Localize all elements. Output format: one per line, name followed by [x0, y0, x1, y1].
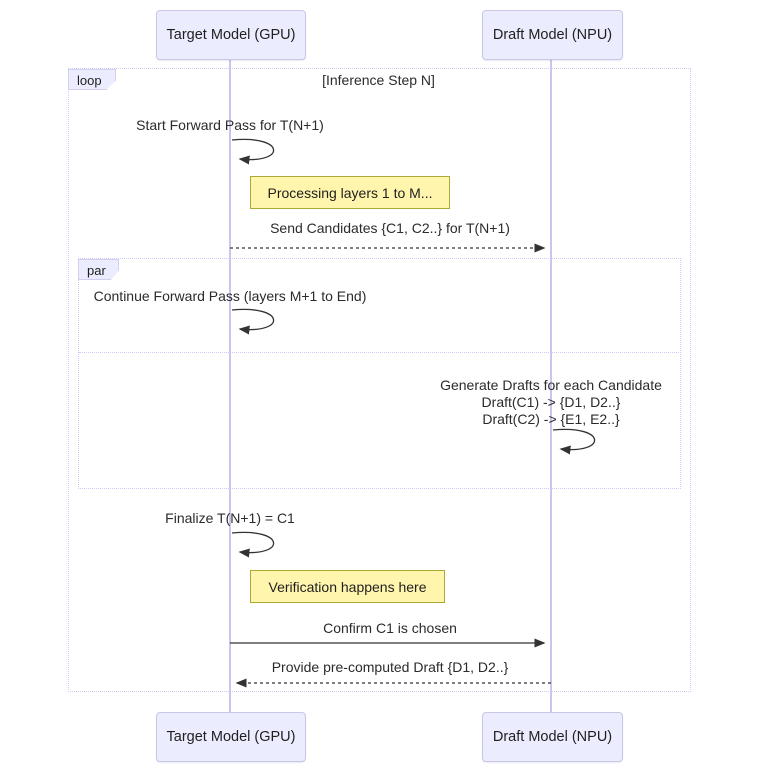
note-processing-layers-text: Processing layers 1 to M... [267, 184, 433, 201]
actor-target-model-label: Target Model (GPU) [166, 729, 296, 745]
loop-frame-title: [Inference Step N] [322, 72, 435, 88]
message-continue-forward-pass: Continue Forward Pass (layers M+1 to End… [93, 288, 367, 304]
note-verification: Verification happens here [250, 570, 445, 603]
par-frame [78, 258, 681, 489]
actor-draft-model-top: Draft Model (NPU) [482, 10, 623, 60]
note-verification-text: Verification happens here [268, 578, 427, 595]
actor-draft-model-label: Draft Model (NPU) [492, 27, 613, 43]
message-generate-drafts-line3: Draft(C2) -> {E1, E2..} [482, 411, 620, 427]
actor-draft-model-label: Draft Model (NPU) [492, 729, 613, 745]
message-generate-drafts-line2: Draft(C1) -> {D1, D2..} [481, 394, 621, 410]
par-frame-divider [79, 352, 679, 353]
actor-draft-model-bottom: Draft Model (NPU) [482, 712, 623, 762]
loop-frame-label: loop [68, 69, 116, 90]
actor-target-model-label: Target Model (GPU) [166, 27, 296, 43]
par-frame-label: par [78, 259, 119, 280]
message-finalize: Finalize T(N+1) = C1 [165, 510, 295, 526]
message-send-candidates: Send Candidates {C1, C2..} for T(N+1) [270, 220, 510, 236]
lifeline-target-model [229, 58, 231, 714]
lifeline-draft-model [550, 58, 552, 714]
note-processing-layers: Processing layers 1 to M... [250, 176, 450, 209]
message-confirm-c1: Confirm C1 is chosen [323, 620, 457, 636]
loop-frame [68, 68, 691, 692]
message-start-forward-pass: Start Forward Pass for T(N+1) [136, 117, 324, 133]
actor-target-model-top: Target Model (GPU) [156, 10, 306, 60]
message-generate-drafts-line1: Generate Drafts for each Candidate [440, 377, 662, 393]
actor-target-model-bottom: Target Model (GPU) [156, 712, 306, 762]
message-provide-draft: Provide pre-computed Draft {D1, D2..} [271, 659, 509, 675]
